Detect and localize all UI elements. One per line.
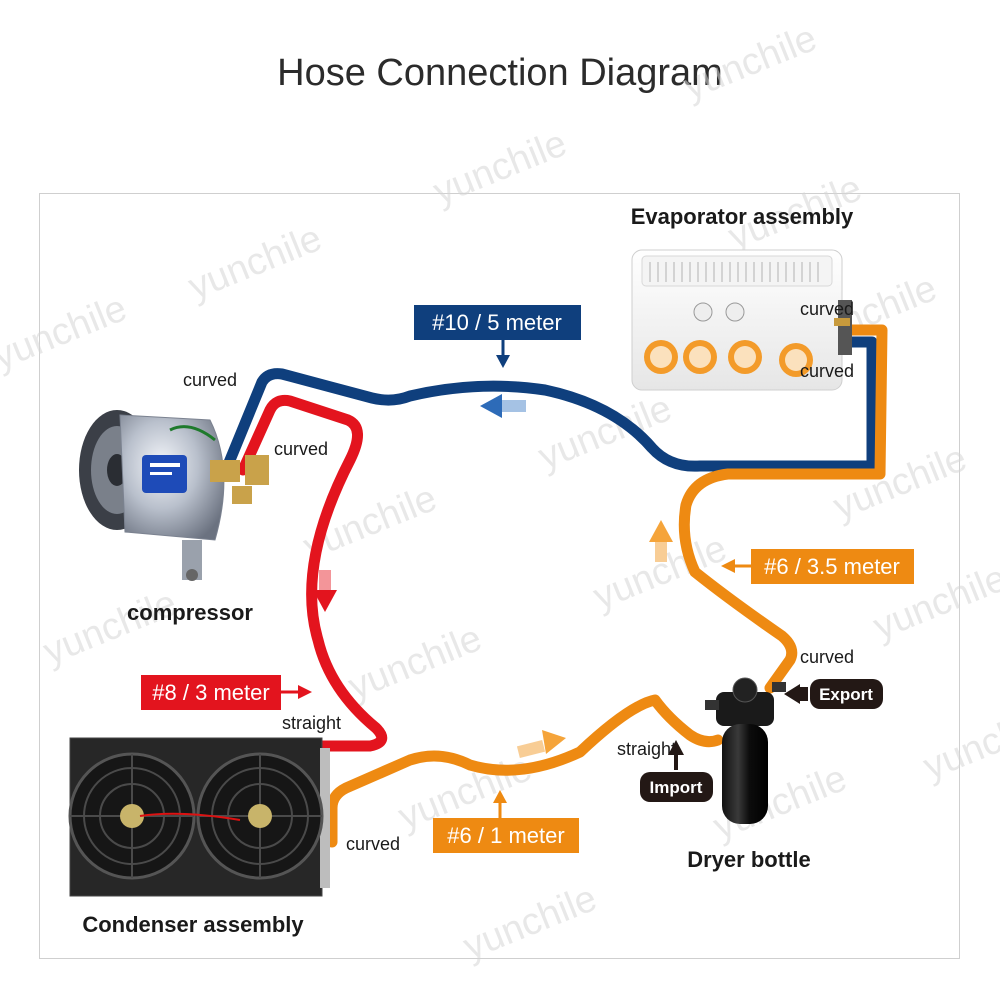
page-title: Hose Connection Diagram	[277, 52, 723, 94]
flow-arrow-red	[313, 570, 337, 612]
watermark-text: yunchile	[918, 697, 1000, 788]
watermark-text: yunchile	[0, 287, 133, 378]
export-label: Export	[819, 685, 873, 704]
flow-arrow-orange-bottom	[516, 730, 566, 758]
orange-hose-1m	[326, 694, 724, 848]
watermark-text: yunchile	[428, 122, 573, 213]
condenser-fitting-label-straight: straight	[282, 713, 341, 733]
compressor-fitting-label-side: curved	[274, 439, 328, 459]
export-port-callout: Export	[784, 679, 883, 709]
hose-tag-orange-bottom-text: #6 / 1 meter	[447, 823, 564, 848]
dryer-fitting-label-curved: curved	[800, 647, 854, 667]
dryer-bottle-image	[705, 677, 786, 824]
hose-tag-orange-right-text: #6 / 3.5 meter	[764, 554, 900, 579]
hose-tag-red-text: #8 / 3 meter	[152, 680, 269, 705]
diagram-frame	[39, 193, 960, 959]
hose-tag-orange-bottom: #6 / 1 meter	[433, 790, 579, 853]
watermark-text: yunchile	[183, 217, 328, 308]
watermark-text: yunchile	[678, 17, 823, 108]
import-port-callout: Import	[640, 740, 713, 802]
compressor-image	[79, 410, 269, 581]
hose-tag-orange-right: #6 / 3.5 meter	[721, 549, 914, 584]
compressor-fitting-label-top: curved	[183, 370, 237, 390]
blue-hose	[222, 336, 878, 472]
condenser-image	[68, 737, 330, 897]
evaporator-fitting-label-top: curved	[800, 299, 854, 319]
dryer-fitting-label-straight: straight	[617, 739, 676, 759]
watermark-text: yunchile	[343, 617, 488, 708]
import-label: Import	[650, 778, 703, 797]
evaporator-unit-image	[631, 249, 852, 391]
flow-arrow-orange-right	[649, 520, 673, 562]
compressor-label: compressor	[127, 600, 253, 625]
hose-tag-blue-text: #10 / 5 meter	[432, 310, 562, 335]
flow-arrow-blue	[480, 394, 526, 418]
watermark-text: yunchile	[38, 582, 183, 673]
hose-tag-blue: #10 / 5 meter	[414, 305, 581, 368]
evaporator-label: Evaporator assembly	[631, 204, 854, 229]
watermark-text: yunchile	[828, 437, 973, 528]
watermark-text: yunchile	[533, 387, 678, 478]
condenser-label: Condenser assembly	[82, 912, 304, 937]
evaporator-fitting-label-bottom: curved	[800, 361, 854, 381]
red-hose	[237, 394, 388, 752]
watermark-text: yunchile	[458, 877, 603, 968]
orange-hose-3-5m	[678, 324, 888, 694]
hose-tag-red: #8 / 3 meter	[141, 675, 312, 710]
condenser-fitting-label-curved: curved	[346, 834, 400, 854]
dryer-bottle-label: Dryer bottle	[687, 847, 810, 872]
